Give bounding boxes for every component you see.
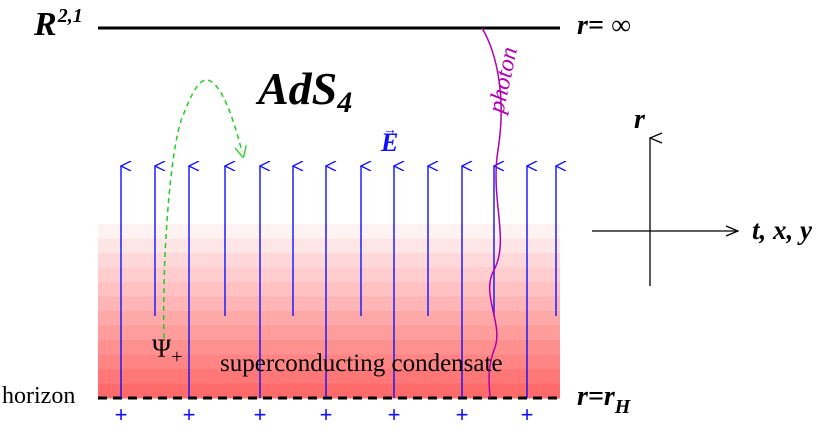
ads4-label: AdS4 (258, 63, 353, 119)
positive-charge: + (114, 402, 128, 427)
positive-charge: + (520, 402, 534, 427)
condensate-band (98, 224, 560, 239)
vector-arrow-icon: → (383, 123, 397, 138)
condensate-band (98, 325, 560, 341)
condensate-band (98, 238, 560, 254)
condensate-band (98, 282, 560, 297)
r-horizon-label: r=rH (577, 381, 631, 418)
condensate-band (98, 369, 560, 384)
electric-field-label: →E (381, 123, 399, 157)
condensate-band (98, 267, 560, 283)
positive-charge: + (319, 402, 333, 427)
condensate-label: superconducting condensate (220, 350, 503, 377)
positive-charge: + (387, 402, 401, 427)
r-axis-label: r (634, 104, 645, 135)
condensate-band (98, 311, 560, 326)
condensate-band (98, 253, 560, 268)
psi-trajectory (162, 79, 242, 339)
positive-charge: + (182, 402, 196, 427)
txy-axis-label: t, x, y (752, 215, 812, 245)
horizon-label: horizon (2, 383, 76, 409)
condensate-region (98, 224, 560, 399)
photon-wave (481, 27, 502, 399)
electric-field-lines (121, 166, 556, 398)
positive-charge: + (253, 402, 267, 427)
condensate-band (98, 383, 560, 399)
condensate-band (98, 340, 560, 355)
condensate-band (98, 354, 560, 370)
boundary-label: R2,1 (34, 5, 83, 43)
r-infinity-label: r= ∞ (577, 10, 631, 41)
positive-charge: + (455, 402, 469, 427)
condensate-band (98, 296, 560, 312)
psi-label: Ψ+ (152, 334, 183, 368)
